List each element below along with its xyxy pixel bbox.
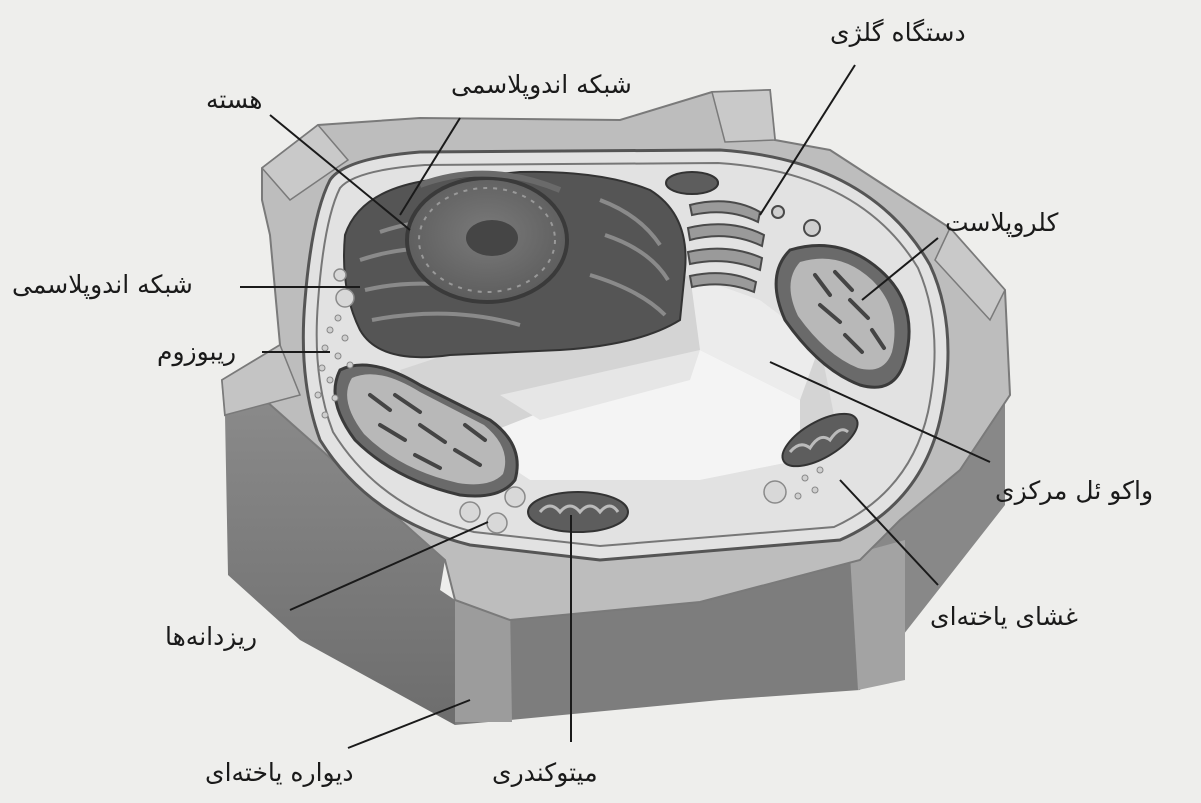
label-er-left: شبکه اندوپلاسمی: [12, 270, 193, 300]
label-golgi: دستگاه گلژی: [830, 18, 966, 48]
label-nucleus: هسته: [206, 85, 262, 115]
mitochondrion-top: [666, 172, 718, 194]
label-er-top: شبکه اندوپلاسمی: [451, 70, 632, 100]
label-mitochondria: میتوکندری: [492, 758, 598, 788]
label-granules: ریزدانه‌ها: [165, 622, 257, 652]
label-central-vacuole: واکو ئل مرکزی: [995, 476, 1153, 506]
label-ribosome: ریبوزوم: [157, 337, 236, 367]
mitochondrion-bottom: [528, 492, 628, 532]
label-cell-wall: دیواره یاخته‌ای: [205, 758, 354, 788]
leader-cell-wall: [348, 700, 470, 748]
label-chloroplast: کلروپلاست: [945, 208, 1058, 238]
nucleus-with-er: [344, 172, 686, 357]
label-cell-membrane: غشای یاخته‌ای: [930, 602, 1078, 632]
